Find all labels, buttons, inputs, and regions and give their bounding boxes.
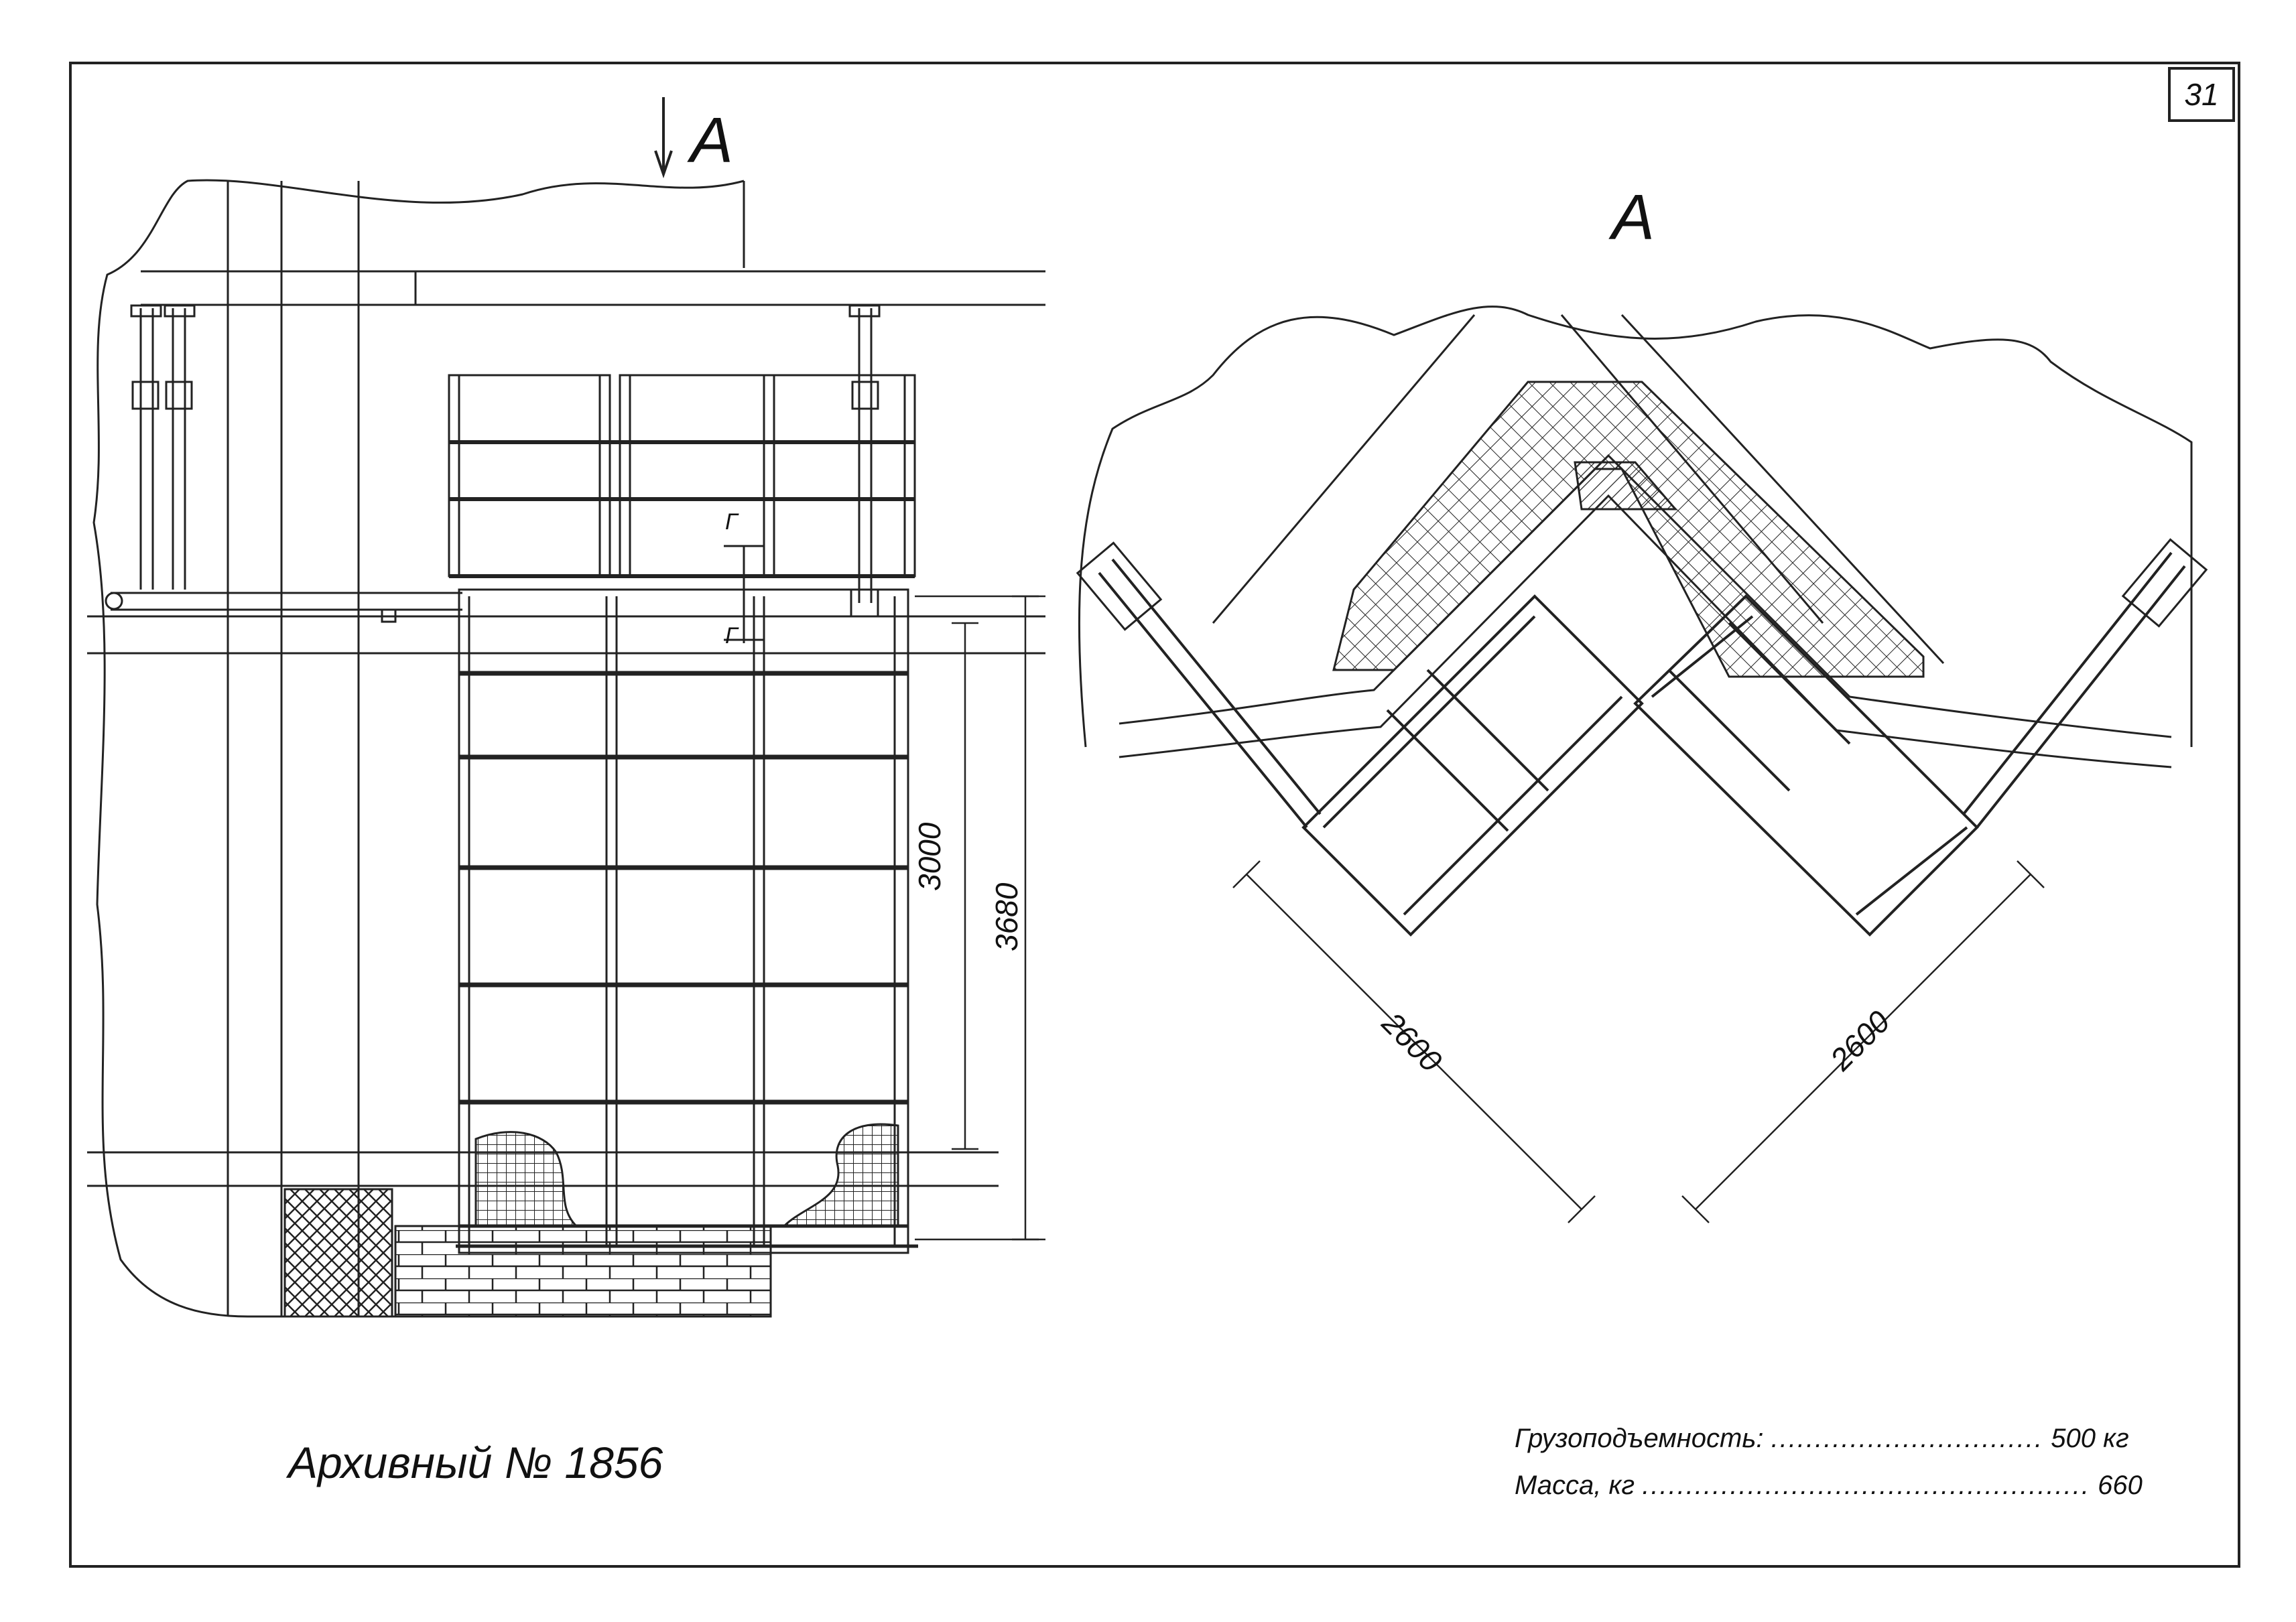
spec-label: Грузоподъемность: xyxy=(1515,1424,1764,1453)
section-arrow xyxy=(654,97,673,179)
brick-foundation xyxy=(394,1225,772,1318)
elevation-view xyxy=(87,97,1045,1318)
mesh-patch-right xyxy=(781,1123,899,1227)
spec-dots: ........................................… xyxy=(1642,1471,2091,1500)
height-dimension-lines xyxy=(915,595,1045,1241)
spec-capacity: Грузоподъемность: ......................… xyxy=(1515,1424,2129,1454)
spec-value: 660 xyxy=(2098,1471,2143,1500)
brace-right xyxy=(1962,551,2186,829)
page-number: 31 xyxy=(2168,67,2235,122)
suspension-rods xyxy=(130,304,881,603)
plan-view-title: А xyxy=(1612,182,1655,253)
archive-label: Архивный № 1856 xyxy=(288,1438,663,1487)
section-g-mark-top: Г xyxy=(725,509,738,535)
corner-mesh xyxy=(1332,381,1925,678)
wall-crosshatch xyxy=(283,1188,393,1318)
plan-dimension-lines xyxy=(1232,860,2045,1223)
spec-value: 500 кг xyxy=(2051,1424,2129,1453)
spec-mass: Масса, кг ..............................… xyxy=(1515,1471,2143,1501)
section-g-mark-bottom: Г xyxy=(725,623,738,649)
brace-left xyxy=(1098,558,1322,829)
top-railing xyxy=(448,374,916,618)
plan-outline xyxy=(1078,306,2193,748)
building-outline xyxy=(92,179,764,1318)
section-mark: А xyxy=(690,105,734,176)
dimension-3000: 3000 xyxy=(912,822,947,891)
mesh-patch-left xyxy=(474,1131,579,1227)
plan-view xyxy=(1076,306,2208,1223)
spec-dots: ............................... xyxy=(1771,1424,2044,1453)
spec-label: Масса, кг xyxy=(1515,1471,1635,1500)
platform-frames xyxy=(1301,594,1979,937)
dimension-3680: 3680 xyxy=(989,882,1024,951)
sheet-frame xyxy=(69,62,2240,1568)
